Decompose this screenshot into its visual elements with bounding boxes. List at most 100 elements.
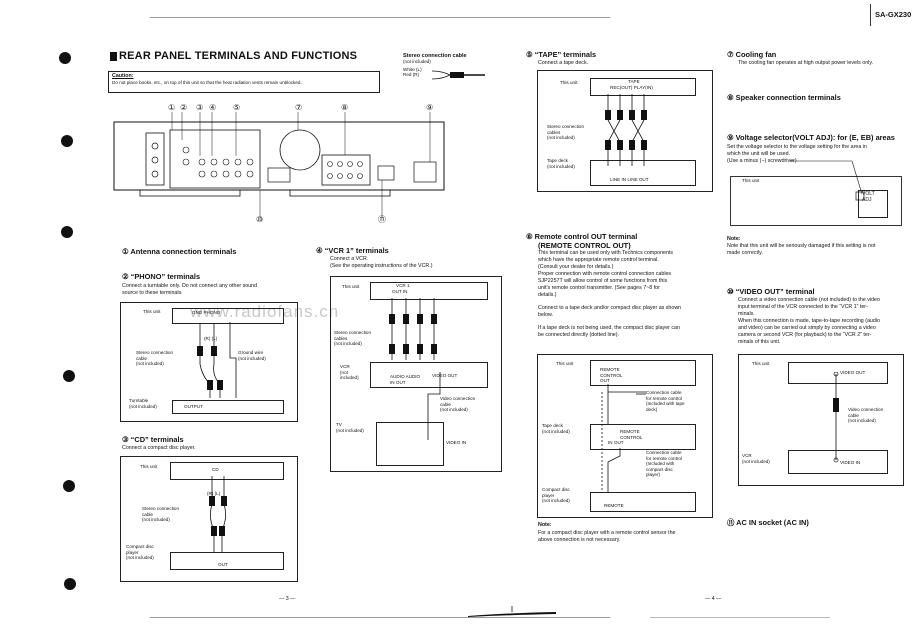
binding-hole: [63, 480, 75, 492]
cd-out-label: OUT: [218, 562, 228, 567]
remote-desc-line: unit's remote control transmitter. (See …: [538, 285, 660, 291]
vcr1-this-unit: This unit: [342, 284, 360, 289]
vcr1-label: VCR 1: [396, 283, 410, 288]
video-out-desc-line: and video) can be carried out simply by …: [738, 325, 876, 331]
antenna-block: [145, 132, 165, 186]
section-ac-in-title: ⑪ AC IN socket (AC IN): [727, 518, 809, 527]
voltage-note: Note that this unit will be seriously da…: [727, 243, 907, 257]
header-rule: [150, 17, 610, 18]
section-remote-title: ⑥ Remote control OUT terminal (REMOTE CO…: [526, 232, 637, 250]
stereo-legend: Stereo connection cable (not included) W…: [403, 53, 483, 78]
remote-desc-line: Proper connection with remote control co…: [538, 271, 672, 277]
tape-line-label: LINE IN LINE OUT: [610, 177, 649, 182]
phono-rl-label: (R) (L): [204, 336, 218, 341]
video-out-this-unit: This unit: [752, 361, 770, 366]
cd-this-unit-box: [170, 462, 284, 480]
marker-5: ⑤: [233, 103, 241, 112]
phono-turntable-box: [172, 400, 284, 414]
section-phono-title: ② “PHONO” terminals: [122, 272, 201, 281]
section-phono-desc: Connect a turntable only. Do not connect…: [122, 283, 322, 297]
remote-cable2-line: (Included with: [646, 461, 675, 467]
video-out-cable-label: Video connection cable (not included): [848, 407, 883, 424]
input-jack-block: [169, 129, 261, 189]
remote-cable2-line: for remote control: [646, 455, 682, 461]
binding-hole: [59, 52, 71, 64]
remote-cable2-line: player): [646, 472, 661, 478]
cd-wiring: [209, 476, 227, 552]
caution-text: Do not place books, etc., on top of this…: [112, 80, 302, 85]
remote-desc-line: which have the appropriate remote contro…: [538, 257, 659, 263]
rear-panel-body: [113, 121, 445, 191]
video-out-cable-line: cable: [848, 412, 859, 418]
tape-cable-line: Stereo connection: [547, 124, 585, 129]
marker-7: ⑦: [295, 103, 303, 112]
tape-wiring: [605, 94, 647, 166]
vcr1-vcr-line: included): [340, 375, 359, 381]
section-vcr1-title: ④ “VCR 1” terminals: [316, 246, 389, 255]
main-title: REAR PANEL TERMINALS AND FUNCTIONS: [119, 50, 358, 62]
remote-out-label: REMOTE CONTROL OUT: [600, 367, 623, 384]
binding-hole: [61, 226, 73, 238]
remote-cable2-line: compact disc: [646, 466, 673, 472]
cd-rl-label: (R) (L): [207, 491, 221, 496]
title-bullet: [110, 52, 117, 61]
voltage-note-line: Note that this unit will be seriously da…: [727, 243, 876, 249]
remote-note-line: For a compact disc player with a remote …: [538, 530, 676, 536]
phono-wiring: [197, 322, 237, 398]
vcr1-desc-line: (See the operating instructions of the V…: [330, 263, 433, 269]
phono-ground-label: Ground wire (not included): [238, 350, 266, 361]
remote-deck-line: Tape deck: [542, 423, 563, 428]
remote-cable2-label: Connection cable for remote control (Inc…: [646, 450, 682, 478]
video-out-label: VIDEO OUT: [840, 370, 866, 375]
marker-8: ⑧: [341, 103, 349, 112]
section-antenna-title: ① Antenna connection terminals: [122, 247, 237, 256]
video-out-desc-line: camera or second VCR (for playback) to t…: [738, 332, 872, 338]
video-out-desc-line: input terminal of the VCR connected to t…: [738, 304, 868, 310]
rear-panel-base: [139, 189, 241, 197]
phono-ground-line: (not included): [238, 355, 266, 361]
video-out-vcr-label: VCR (not included): [742, 453, 770, 464]
marker-10: ⑩: [256, 215, 264, 224]
cd-player-box: [170, 552, 284, 570]
voltage-note-line: made correctly.: [727, 250, 763, 256]
marker-1: ①: [168, 103, 176, 112]
vcr1-vcr-box: [370, 362, 488, 388]
video-out-vcr-box: [788, 450, 888, 474]
cd-player-line: (not included): [126, 555, 154, 561]
phono-cable-label: Stereo connection cable (not included): [136, 350, 173, 367]
vcr1-video-out: VIDEO OUT: [432, 373, 458, 378]
vcr1-desc-line: Connect a VCR.: [330, 256, 369, 262]
phono-cable-line: Stereo connection: [136, 350, 174, 355]
remote-desc-line: If a tape deck is not being used, the co…: [538, 325, 680, 331]
tape-cable-line: (not included): [547, 135, 575, 141]
section-cd-title: ③ “CD” terminals: [122, 435, 184, 444]
remote-desc-line: This terminal can be used only with Tech…: [538, 250, 674, 256]
remote-player-line: (not included): [542, 498, 570, 504]
vcr1-tv-label: TV (not included): [336, 422, 364, 433]
cd-cable-line: (not included): [142, 517, 170, 523]
remote-player-label: Compact disc player (not included): [542, 487, 570, 504]
phono-desc-line: source to these terminals.: [122, 290, 183, 296]
tape-cable-label: Stereo connection cables (not included): [547, 124, 584, 141]
section-fan-title: ⑦ Cooling fan: [727, 50, 777, 59]
stereo-legend-red: Red (R): [403, 72, 420, 78]
remote-desc-line: SJP2257T will allow control of some func…: [538, 278, 668, 284]
remote-cable1-label: Connection cable for remote control (Inc…: [646, 390, 685, 412]
vcr1-wiring: [389, 298, 441, 440]
cd-player-line: player: [126, 549, 139, 555]
bottom-rule: [150, 617, 610, 618]
vcr1-video-cable-line: Video connection: [440, 396, 476, 401]
remote-cable2-line: Connection cable: [646, 450, 682, 455]
video-out-diagram-frame: [738, 354, 904, 486]
remote-cable1-line: (Included with tape: [646, 401, 685, 407]
video-out-desc-line: Connect a video connection cable (not in…: [738, 297, 880, 303]
vcr1-this-unit-box: [370, 282, 488, 300]
tape-label: TAPE: [628, 79, 640, 84]
stereo-legend-subtitle: (not included): [403, 59, 431, 64]
tape-cable-line: cables: [547, 129, 561, 135]
remote-note-line: above connection is not necessary.: [538, 537, 621, 543]
remote-note-title: Note:: [538, 522, 552, 528]
vcr1-video-cable-line: (not included): [440, 407, 468, 413]
remote-desc-line: Connect to a tape deck and/or compact di…: [538, 305, 682, 311]
section-voltage-title: ⑨ Voltage selector(VOLT ADJ): for (E, EB…: [727, 133, 895, 142]
